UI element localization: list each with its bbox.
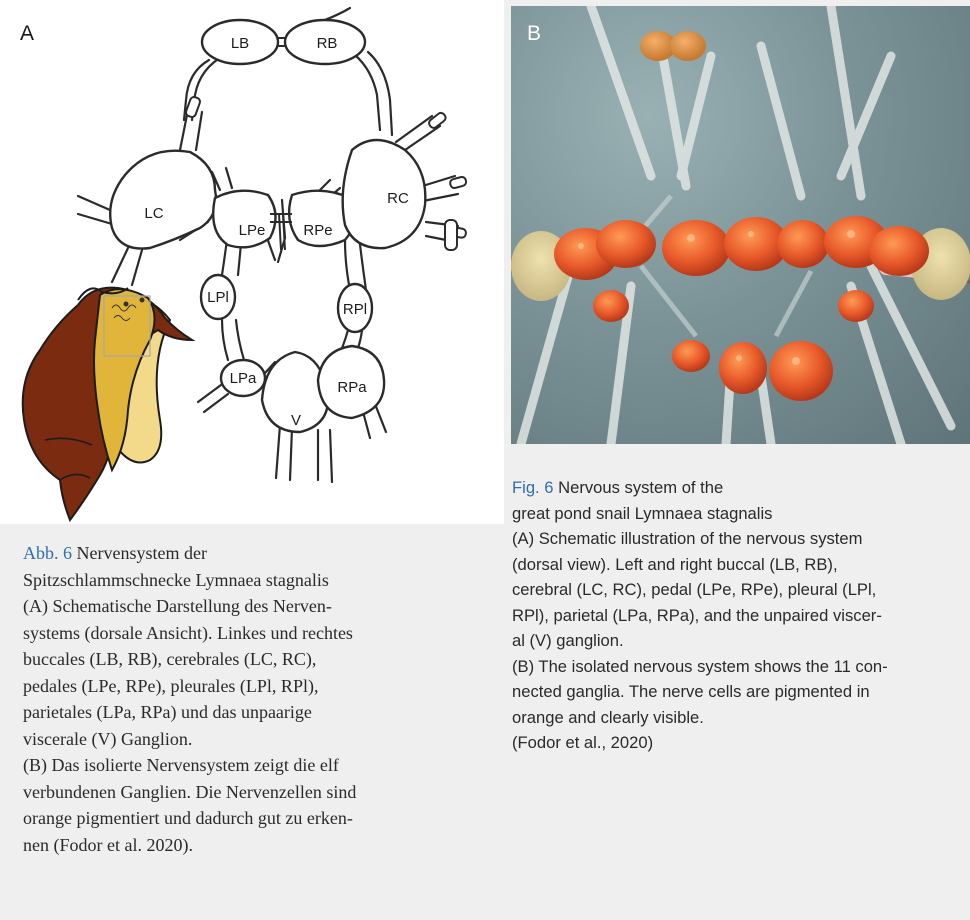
caption-en-line: (B) The isolated nervous system shows th… <box>512 654 952 680</box>
caption-english: Fig. 6 Nervous system of the great pond … <box>512 475 952 756</box>
caption-en-line: nected ganglia. The nerve cells are pigm… <box>512 679 952 705</box>
label-v: V <box>291 412 301 429</box>
caption-de-title-line-1: Abb. 6 Nervensystem der <box>23 540 493 567</box>
caption-en-line: orange and clearly visible. <box>512 705 952 731</box>
caption-en-line: (Fodor et al., 2020) <box>512 730 952 756</box>
caption-en-figure-number: Fig. 6 <box>512 478 554 497</box>
label-rb: RB <box>317 35 338 52</box>
caption-en-line: (A) Schematic illustration of the nervou… <box>512 526 952 552</box>
label-lpl: LPl <box>207 289 229 306</box>
label-rpe: RPe <box>303 222 332 239</box>
caption-en-line: al (V) ganglion. <box>512 628 952 654</box>
label-rc: RC <box>387 190 409 207</box>
caption-de-figure-number: Abb. 6 <box>23 543 72 563</box>
nervous-system-schematic: LB RB LC RC LPe RPe LPl RPl LPa V RPa <box>0 0 504 524</box>
caption-en-title-2: great pond snail Lymnaea stagnalis <box>512 501 952 527</box>
caption-de-line: orange pigmentiert und dadurch gut zu er… <box>23 805 493 832</box>
label-lpe: LPe <box>239 222 266 239</box>
caption-en-line: RPl), parietal (LPa, RPa), and the unpai… <box>512 603 952 629</box>
caption-de-line: (B) Das isolierte Nervensystem zeigt die… <box>23 752 493 779</box>
panel-b-label: B <box>527 22 541 46</box>
caption-en-title-1: Nervous system of the <box>558 478 723 497</box>
ganglion-rc <box>343 140 426 248</box>
caption-german: Abb. 6 Nervensystem der Spitzschlammschn… <box>23 540 493 858</box>
caption-de-line: (A) Schematische Darstellung des Nerven- <box>23 593 493 620</box>
caption-de-title-1: Nervensystem der <box>77 543 207 563</box>
label-rpl: RPl <box>343 301 367 318</box>
label-lpa: LPa <box>230 370 257 387</box>
caption-de-title-2: Spitzschlammschnecke Lymnaea stagnalis <box>23 567 493 594</box>
caption-de-line: systems (dorsale Ansicht). Linkes und re… <box>23 620 493 647</box>
caption-de-line: nen (Fodor et al. 2020). <box>23 832 493 859</box>
ganglion-lc <box>110 151 216 249</box>
caption-en-title-line-1: Fig. 6 Nervous system of the <box>512 475 952 501</box>
panel-b-photo: B <box>511 6 970 444</box>
label-lc: LC <box>144 205 163 222</box>
caption-de-line: parietales (LPa, RPa) und das unpaarige <box>23 699 493 726</box>
isolated-nervous-system-photo <box>511 6 970 444</box>
caption-de-line: buccales (LB, RB), cerebrales (LC, RC), <box>23 646 493 673</box>
caption-de-line: viscerale (V) Ganglion. <box>23 726 493 753</box>
caption-de-line: pedales (LPe, RPe), pleurales (LPl, RPl)… <box>23 673 493 700</box>
caption-de-line: verbundenen Ganglien. Die Nervenzellen s… <box>23 779 493 806</box>
caption-en-line: cerebral (LC, RC), pedal (LPe, RPe), ple… <box>512 577 952 603</box>
snail-illustration <box>23 288 192 520</box>
label-rpa: RPa <box>337 379 367 396</box>
panel-a-schematic: A <box>0 0 504 524</box>
label-lb: LB <box>231 35 249 52</box>
caption-en-line: (dorsal view). Left and right buccal (LB… <box>512 552 952 578</box>
